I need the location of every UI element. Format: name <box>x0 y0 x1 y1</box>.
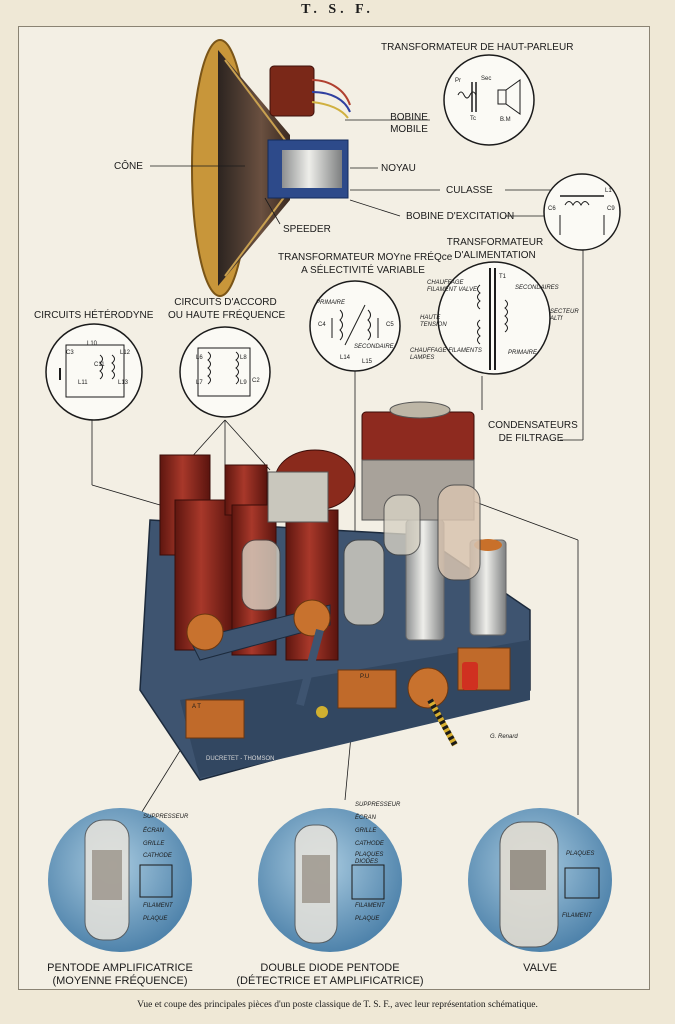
diode-label-4: PLAQUES DIODES <box>355 852 384 865</box>
label-transfo-mf-1: TRANSFORMATEUR MOYne FRÉQce <box>278 252 453 263</box>
valve-label-1: FILAMENT <box>562 913 592 919</box>
label-transfo-alim-2: D'ALIMENTATION <box>454 250 536 261</box>
sch-acc-l6: L6 <box>196 355 203 361</box>
pentode-bubble <box>48 808 192 952</box>
diode-label-1: ÉCRAN <box>355 815 377 821</box>
sch-exc-c9: C9 <box>607 206 615 212</box>
sch-mf-c5: C5 <box>386 322 394 328</box>
sch-het-l12: L12 <box>120 350 131 356</box>
excitation-schematic <box>543 173 621 251</box>
mf-transformer-schematic <box>309 280 401 372</box>
pentode-label-2: GRILLE <box>143 841 165 847</box>
sch-hp-sec: Sec <box>481 76 492 82</box>
diode-label-3: CATHODE <box>355 841 384 847</box>
label-circuits-heterodyne: CIRCUITS HÉTÉRODYNE <box>34 310 154 321</box>
dial-arms <box>186 599 331 707</box>
label-diode-2: (DÉTECTRICE ET AMPLIFICATRICE) <box>236 975 424 987</box>
sch-alim-primaire: PRIMAIRE <box>508 350 538 356</box>
label-bobine-mobile-2: MOBILE <box>390 124 428 135</box>
sch-het-c11: C11 <box>94 362 105 368</box>
label-pentode-1: PENTODE AMPLIFICATRICE <box>47 962 193 974</box>
pentode-label-1: ÉCRAN <box>143 828 165 834</box>
diode-label-0: SUPPRESSEUR <box>355 802 401 808</box>
sch-het-l13: L13 <box>118 380 129 386</box>
label-noyau: NOYAU <box>381 163 416 174</box>
pentode-label-0: SUPPRESSEUR <box>143 814 189 820</box>
chassis-panel-pu: P.U <box>360 674 370 680</box>
alim-transformer-schematic <box>437 261 551 375</box>
sch-alim-chauffage-valve: CHAUFFAGE FILAMENT VALVE <box>427 280 478 293</box>
valve-bubble <box>468 808 612 952</box>
plate-caption: Vue et coupe des principales pièces d'un… <box>137 1000 538 1010</box>
label-speeder: SPEEDER <box>283 224 331 235</box>
sch-hp-pr: Pr <box>455 78 461 84</box>
label-bobine-excitation: BOBINE D'EXCITATION <box>406 211 515 222</box>
label-valve: VALVE <box>523 962 557 974</box>
sch-het-c3: C3 <box>66 350 74 356</box>
sch-alim-secteur: SECTEUR ALTf <box>550 309 579 322</box>
sch-acc-c2: C2 <box>252 378 260 384</box>
label-circuits-accord-2: OU HAUTE FRÉQUENCE <box>168 310 286 321</box>
label-pentode-2: (MOYENNE FRÉQUENCE) <box>52 975 188 987</box>
diode-bubble <box>258 808 402 952</box>
diode-label-6: PLAQUE <box>355 916 380 922</box>
label-transfo-mf-2: A SÉLECTIVITÉ VARIABLE <box>301 265 425 276</box>
chassis-tubes <box>241 484 481 626</box>
pentode-label-4: FILAMENT <box>143 903 173 909</box>
speaker-cone <box>218 50 290 286</box>
valve-label-0: PLAQUES <box>566 851 595 857</box>
sch-acc-l7: L7 <box>196 380 203 386</box>
chassis-brand: DUCRETET - THOMSON <box>206 756 275 762</box>
chassis-panel-at: A T <box>192 704 201 710</box>
label-bobine-mobile-1: BOBINE <box>390 112 428 123</box>
sch-alim-t1: T1 <box>499 274 507 280</box>
sch-exc-c6: C6 <box>548 206 556 212</box>
sch-alim-haute-tension: HAUTE TENSION <box>420 315 447 328</box>
sch-hp-bm: B.M <box>500 117 511 123</box>
pentode-label-3: CATHODE <box>143 853 172 859</box>
sch-het-l11: L11 <box>78 380 88 386</box>
accord-schematic <box>179 326 271 418</box>
heterodyne-schematic <box>45 323 143 421</box>
sch-mf-primaire: PRIMAIRE <box>316 300 346 306</box>
speaker-magnet <box>282 150 342 188</box>
sch-exc-l1: L1 <box>605 188 612 194</box>
sch-acc-l9: L9 <box>240 380 247 386</box>
page-title: T. S. F. <box>301 2 374 17</box>
hp-transformer-schematic <box>443 54 535 146</box>
sch-mf-secondaire: SECONDAIRE <box>354 344 394 350</box>
label-circuits-accord-1: CIRCUITS D'ACCORD <box>174 297 277 308</box>
sch-acc-l8: L8 <box>240 355 247 361</box>
pentode-label-5: PLAQUE <box>143 916 168 922</box>
loudspeaker <box>191 39 351 297</box>
label-transfo-alim-1: TRANSFORMATEUR <box>446 237 544 248</box>
sch-alim-secondaires: SECONDAIRES <box>515 285 559 291</box>
sch-het-l10: L10 <box>87 341 98 347</box>
sch-mf-l14: L14 <box>340 355 351 361</box>
label-transfo-hp: TRANSFORMATEUR DE HAUT-PARLEUR <box>381 42 574 53</box>
artist-signature: G. Renard <box>490 734 518 740</box>
sch-mf-c4: C4 <box>318 322 326 328</box>
sch-mf-l15: L15 <box>362 359 373 365</box>
label-condensateurs-2: DE FILTRAGE <box>498 433 564 444</box>
diode-label-5: FILAMENT <box>355 903 385 909</box>
label-culasse: CULASSE <box>446 185 493 196</box>
speaker-transformer <box>269 65 315 117</box>
label-diode-1: DOUBLE DIODE PENTODE <box>260 962 400 974</box>
sch-hp-tc: Tc <box>470 116 476 122</box>
label-condensateurs-1: CONDENSATEURS <box>488 420 578 431</box>
sch-alim-chauffage-lampes: CHAUFFAGE FILAMENTS LAMPES <box>410 348 482 361</box>
label-cone: CÔNE <box>114 161 143 172</box>
diode-label-2: GRILLE <box>355 828 377 834</box>
